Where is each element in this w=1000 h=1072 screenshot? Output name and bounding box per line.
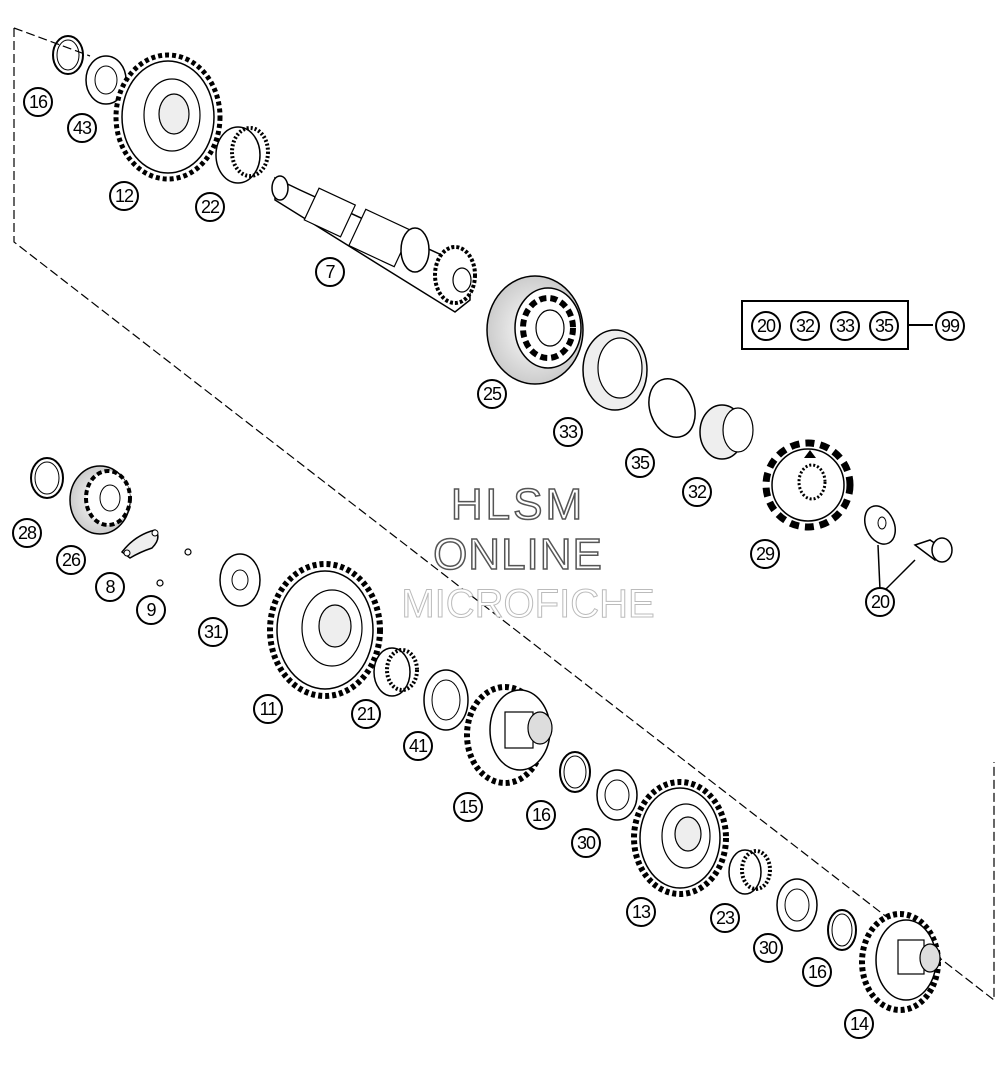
needle-bearing-23 xyxy=(728,849,772,895)
callout-8[interactable]: 8 xyxy=(95,572,125,602)
callout-35[interactable]: 35 xyxy=(625,448,655,478)
washer-and-bolt-20 xyxy=(864,505,953,591)
callout-13[interactable]: 13 xyxy=(626,897,656,927)
gear-14 xyxy=(859,911,941,1013)
callout-33[interactable]: 33 xyxy=(553,417,583,447)
circlip-16-top xyxy=(52,35,84,75)
callout-7[interactable]: 7 xyxy=(315,257,345,287)
callout-43[interactable]: 43 xyxy=(67,113,97,143)
callout-14[interactable]: 14 xyxy=(844,1009,874,1039)
circlip-28 xyxy=(30,457,64,499)
ball-bearing-25 xyxy=(486,275,584,385)
callout-16-mid[interactable]: 16 xyxy=(526,800,556,830)
retaining-plate-8 xyxy=(120,529,159,559)
callout-30-low[interactable]: 30 xyxy=(753,933,783,963)
washer-30-low xyxy=(776,878,818,932)
kit-callout-35[interactable]: 35 xyxy=(869,311,899,341)
callout-31[interactable]: 31 xyxy=(198,617,228,647)
gear-11 xyxy=(267,561,383,699)
callout-11[interactable]: 11 xyxy=(253,694,283,724)
callout-30[interactable]: 30 xyxy=(571,828,601,858)
dashed-boundary xyxy=(13,28,995,1002)
shaft-7 xyxy=(271,175,477,313)
o-ring-35 xyxy=(648,378,696,438)
kit-callout-32[interactable]: 32 xyxy=(790,311,820,341)
callout-41[interactable]: 41 xyxy=(403,731,433,761)
ball-bearing-26 xyxy=(69,465,132,535)
circlip-16-low xyxy=(827,909,857,951)
washer-31 xyxy=(219,553,261,607)
needle-bearing-21 xyxy=(373,647,419,697)
spacer-32 xyxy=(699,404,754,460)
gear-12 xyxy=(113,52,223,182)
callout-28[interactable]: 28 xyxy=(12,518,42,548)
callout-99[interactable]: 99 xyxy=(935,311,965,341)
gear-13 xyxy=(631,779,729,897)
callout-20[interactable]: 20 xyxy=(865,587,895,617)
callout-23[interactable]: 23 xyxy=(710,903,740,933)
callout-21[interactable]: 21 xyxy=(351,699,381,729)
callout-26[interactable]: 26 xyxy=(56,545,86,575)
callout-12[interactable]: 12 xyxy=(109,181,139,211)
callout-22[interactable]: 22 xyxy=(195,192,225,222)
circlip-16-mid xyxy=(559,751,591,793)
kit-callout-33[interactable]: 33 xyxy=(830,311,860,341)
washer-41 xyxy=(423,669,469,731)
screw-9b xyxy=(156,579,164,587)
screw-9a xyxy=(184,548,192,556)
gear-15 xyxy=(464,684,553,786)
callout-9[interactable]: 9 xyxy=(136,595,166,625)
watermark-line-2: ONLINE xyxy=(432,529,603,580)
seal-33 xyxy=(582,329,648,411)
callout-25[interactable]: 25 xyxy=(477,379,507,409)
callout-16[interactable]: 16 xyxy=(23,87,53,117)
callout-32[interactable]: 32 xyxy=(682,477,712,507)
needle-bearing-22 xyxy=(215,126,270,184)
watermark-line-3: MICROFICHE xyxy=(401,582,655,627)
callout-29[interactable]: 29 xyxy=(750,539,780,569)
sprocket-29 xyxy=(762,439,854,531)
callout-16-low[interactable]: 16 xyxy=(802,957,832,987)
watermark-line-1: HLSM xyxy=(450,479,586,530)
washer-30-mid xyxy=(596,769,638,821)
callout-15[interactable]: 15 xyxy=(453,792,483,822)
kit-callout-20[interactable]: 20 xyxy=(751,311,781,341)
